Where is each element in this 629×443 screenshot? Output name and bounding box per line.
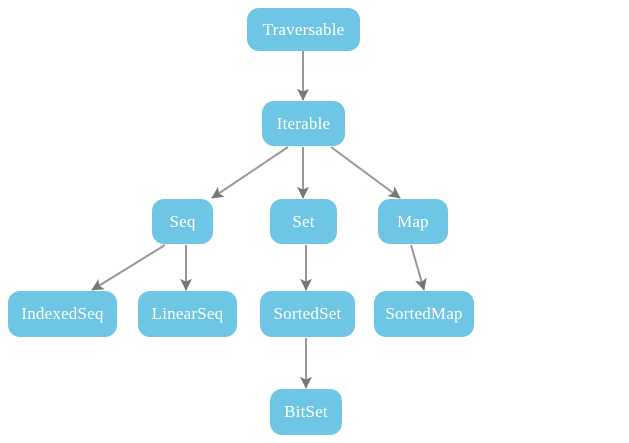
edge-iterable-map — [330, 146, 401, 199]
node-label: Iterable — [276, 113, 331, 133]
edge-map-sortedmap — [410, 244, 427, 291]
node-linearseq[interactable]: LinearSeq — [138, 291, 237, 337]
node-label: Seq — [169, 211, 196, 231]
edges-group — [91, 51, 427, 389]
node-set[interactable]: Set — [270, 199, 337, 244]
node-map[interactable]: Map — [378, 199, 448, 244]
node-label: Map — [397, 211, 429, 231]
node-label: SortedMap — [385, 304, 463, 323]
edge-seq-indexedseq — [91, 244, 166, 291]
node-sortedset[interactable]: SortedSet — [260, 291, 355, 337]
node-label: IndexedSeq — [21, 304, 104, 323]
edge-iterable-seq — [211, 146, 289, 199]
node-label: BitSet — [284, 402, 328, 421]
node-label: Set — [292, 211, 315, 231]
node-seq[interactable]: Seq — [152, 199, 213, 244]
node-indexedseq[interactable]: IndexedSeq — [8, 291, 117, 337]
node-sortedmap[interactable]: SortedMap — [374, 291, 474, 337]
node-label: SortedSet — [273, 304, 342, 323]
node-iterable[interactable]: Iterable — [262, 101, 345, 146]
node-label: Traversable — [262, 19, 345, 39]
node-bitset[interactable]: BitSet — [270, 389, 342, 435]
node-traversable[interactable]: Traversable — [247, 8, 360, 51]
node-label: LinearSeq — [151, 304, 224, 323]
